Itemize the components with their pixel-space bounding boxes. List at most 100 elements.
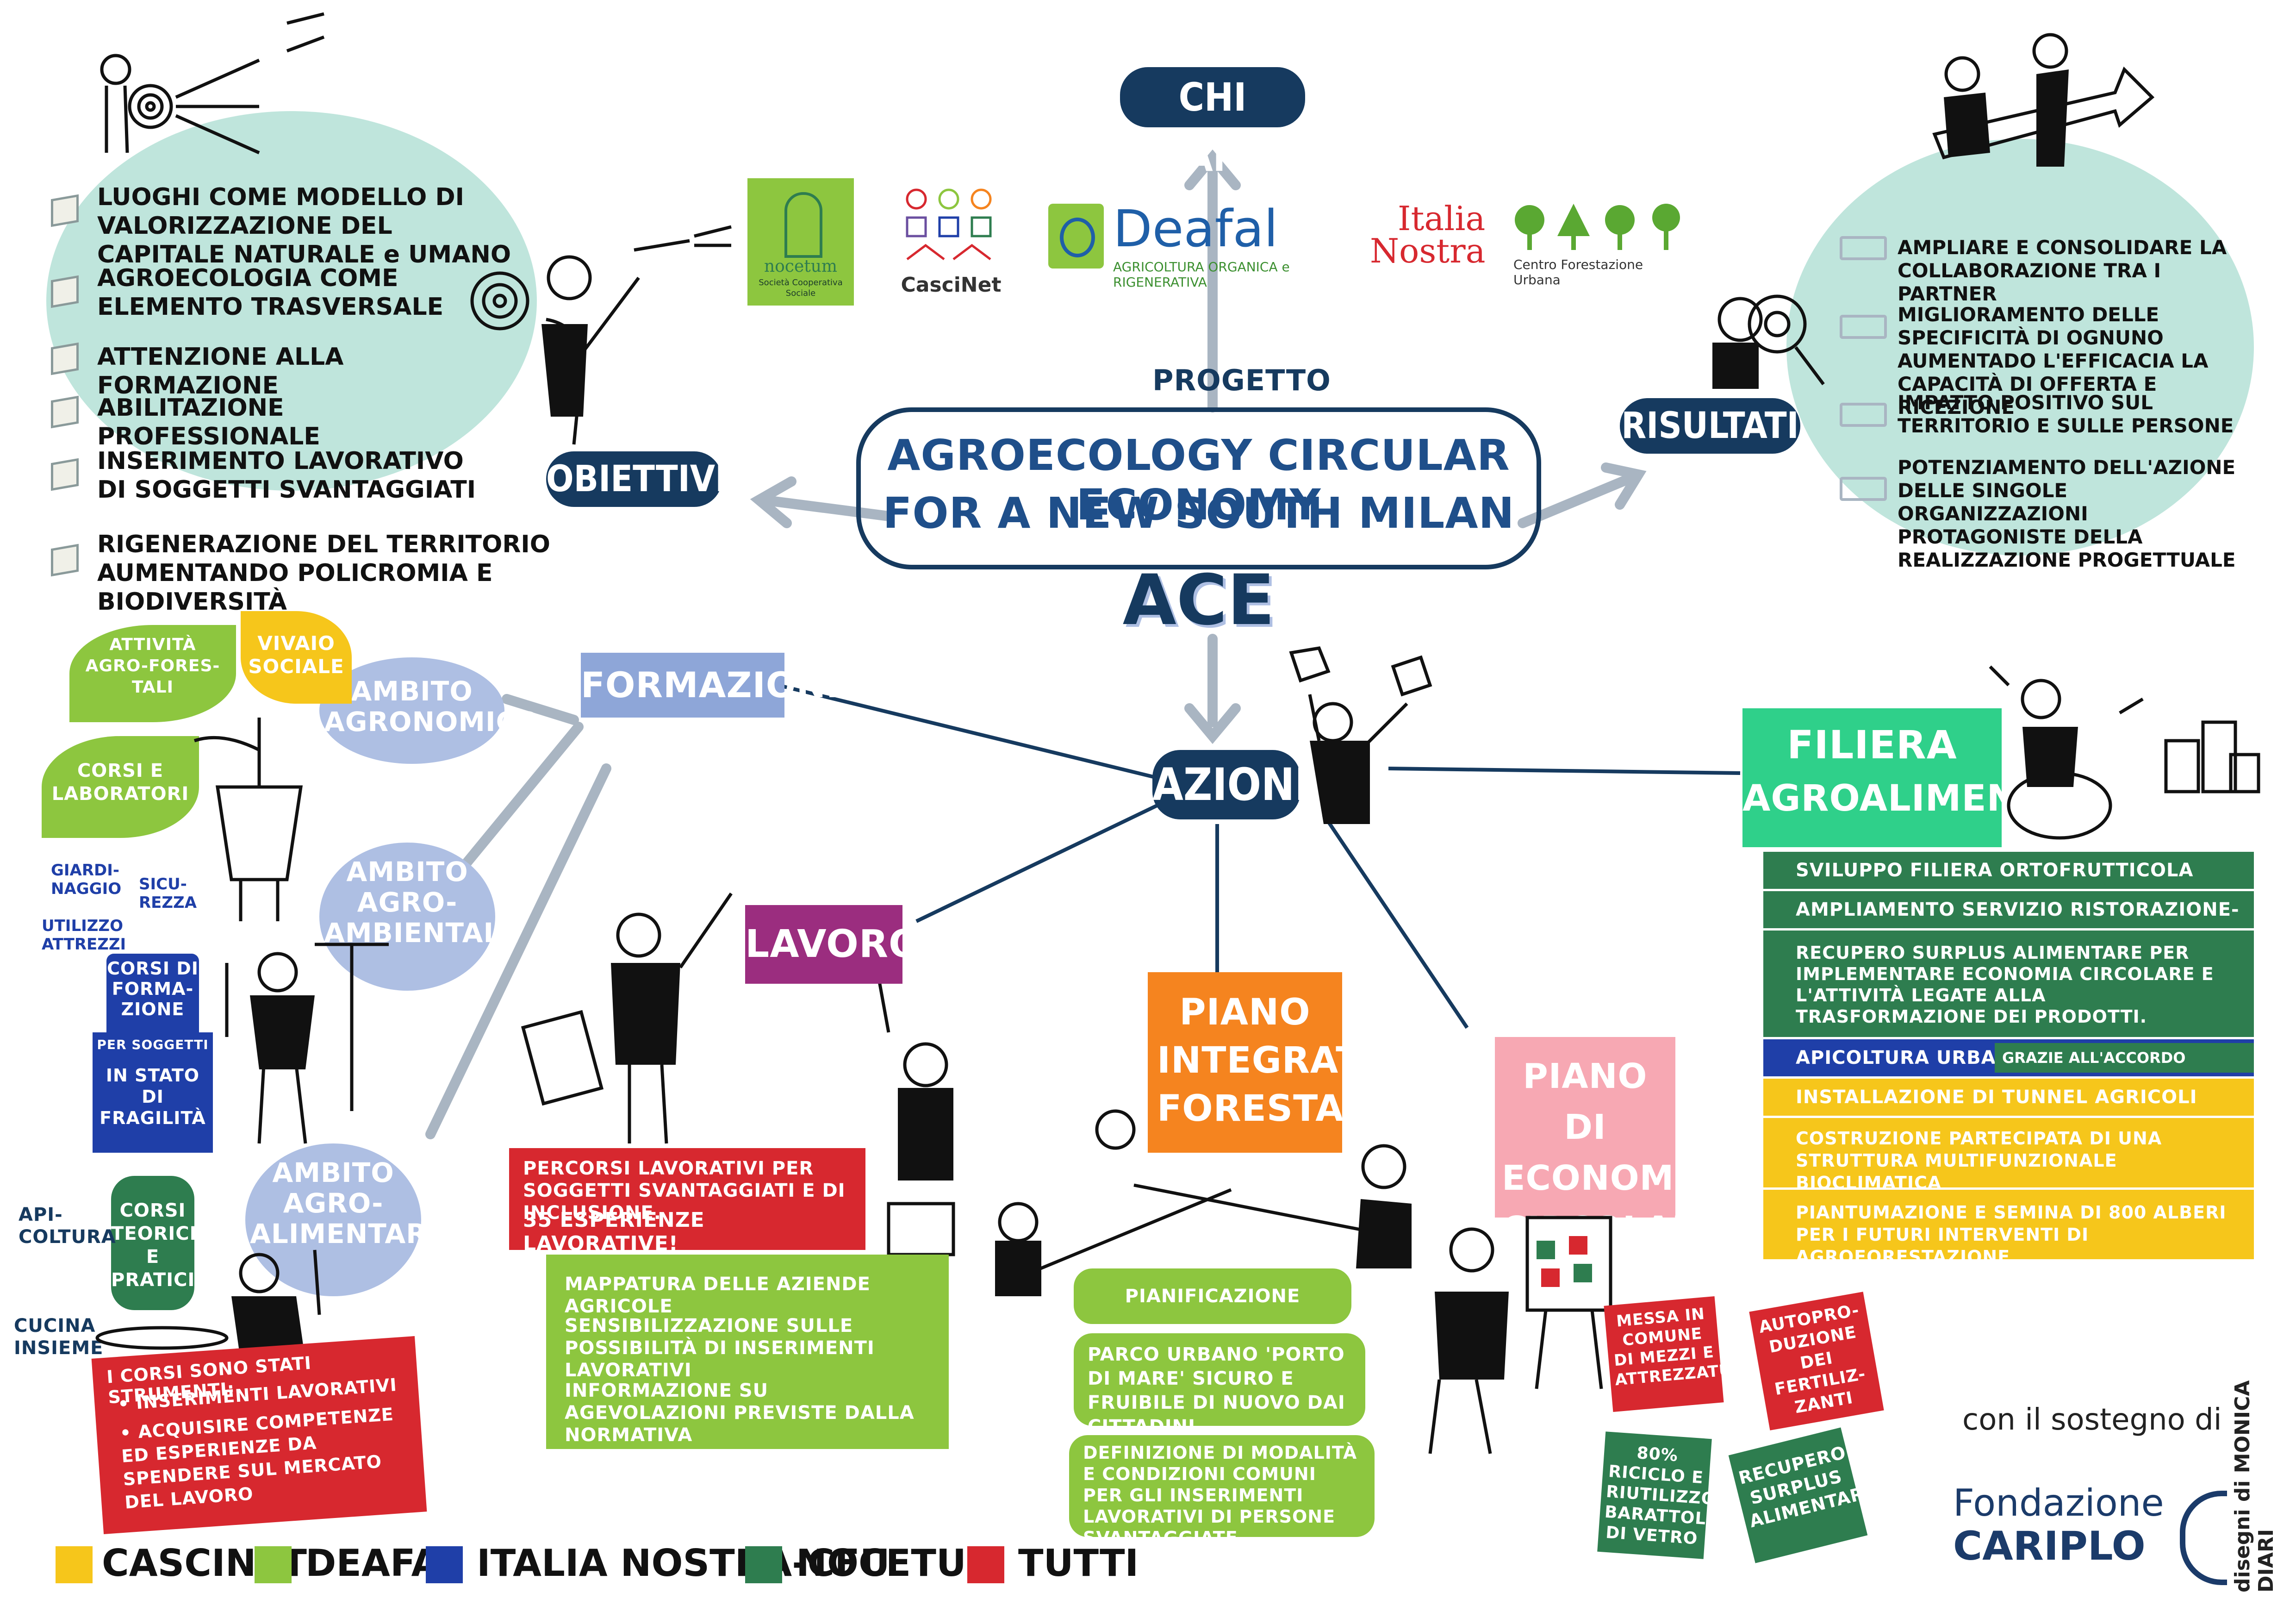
lavoro-green-box: MAPPATURA DELLE AZIENDE AGRICOLE SENSIBI… (546, 1255, 949, 1449)
accordo-badge: GRAZIE ALL'ACCORDO NOCETUM-CFU (1995, 1043, 2254, 1096)
filiera-item-5-box: INSTALLAZIONE DI TUNNEL AGRICOLI (1763, 1079, 2254, 1116)
project-title-line1: AGROECOLOGY CIRCULAR ECONOMY (887, 431, 1510, 530)
filiera-label-1: FILIERA (1787, 722, 1957, 768)
piano-forestale-item-3-box: DEFINIZIONE DI MODALITÀ E CONDIZIONI COM… (1069, 1435, 1375, 1548)
leaf-corsi-lab (42, 736, 199, 838)
deafal-spiral-icon (1048, 204, 1104, 269)
deafal-logo: Deafal AGRICOLTURA ORGANICA e RIGENERATI… (1048, 194, 1335, 290)
ambito-agroambientale-blob (319, 843, 495, 991)
leaf-vivaio (241, 611, 352, 704)
obiettivo-item-5: INSERIMENTO LAVORATIVO DI SOGGETTI SVANT… (97, 447, 476, 504)
lavoro-label: LAVORO (745, 922, 921, 966)
nostra-label: Nostra (1370, 231, 1486, 270)
credits-label: disegni di MONICA DIARI (2231, 1380, 2278, 1593)
lavoro-red-2: 35 ESPERIENZE LAVORATIVE! (523, 1208, 705, 1255)
lavoro-label-box[interactable]: LAVORO (745, 905, 921, 984)
risultati-label[interactable]: RISULTATI (1620, 398, 1800, 454)
legend-swatch-nocetum (745, 1546, 782, 1583)
progetto-label: PROGETTO (1152, 363, 1331, 397)
nocetum-name: nocetum (764, 257, 838, 276)
fondazione-label: Fondazione (1953, 1481, 2164, 1524)
legend-tutti: TUTTI (1018, 1542, 1139, 1585)
giardinaggio-label: GIARDI-NAGGIO (51, 861, 122, 898)
attivita-label: ATTIVITÀ AGRO-FORES-TALI (85, 635, 220, 697)
obiettivo-item-2: AGROECOLOGIA COME ELEMENTO TRASVERSALE (97, 264, 444, 321)
nocetum-sub1: Società Cooperativa (759, 278, 843, 287)
per-soggetti-band (93, 1032, 213, 1060)
lavoro-red-box: PERCORSI LAVORATIVI PER SOGGETTI SVANTAG… (509, 1148, 865, 1255)
filiera-item-5: INSTALLAZIONE DI TUNNEL AGRICOLI (1796, 1087, 2197, 1108)
nocetum-sub2: Sociale (785, 288, 816, 298)
ambito-agroalimentare-label: AMBITO AGRO-ALIMENTARE (250, 1157, 446, 1249)
cariplo-label: CARIPLO (1953, 1523, 2146, 1569)
filiera-item-4-box: APICOLTURA URBANA GRAZIE ALL'ACCORDO NOC… (1763, 1039, 2254, 1096)
per-soggetti-label: PER SOGGETTI (97, 1037, 209, 1052)
sicurezza-label: SICU-REZZA (139, 875, 197, 912)
obiettivo-item-3: ATTENZIONE ALLA FORMAZIONE (97, 343, 344, 400)
sponsor-intro: con il sostegno di (1962, 1403, 2222, 1437)
nocetum-logo: nocetum Società Cooperativa Sociale (747, 178, 854, 306)
lavoro-green-2: SENSIBILIZZAZIONE SULLE POSSIBILITÀ DI I… (565, 1315, 875, 1381)
chi-siamo-button[interactable]: CHI SIAMO (1120, 67, 1305, 180)
lavoro-green-1: MAPPATURA DELLE AZIENDE AGRICOLE (565, 1274, 871, 1317)
risultato-item-4: POTENZIAMENTO DELL'AZIONE DELLE SINGOLE … (1898, 456, 2236, 571)
filiera-item-2-box: AMPLIAMENTO SERVIZIO RISTORAZIONE- CATER… (1763, 891, 2254, 957)
cfu-logo: Centro Forestazione Urbana (1513, 199, 1689, 287)
risultato-item-3: IMPATTO POSITIVO SUL TERRITORIO E SULLE … (1898, 391, 2234, 437)
filiera-item-3: RECUPERO SURPLUS ALIMENTARE PER IMPLEMEN… (1796, 943, 2214, 1027)
obiettivi-label[interactable]: OBIETTIVI (546, 451, 727, 507)
risultati-blob (1786, 139, 2254, 556)
cascinet-logo: CasciNet (898, 181, 1004, 306)
deafal-name: Deafal (1113, 199, 1278, 258)
filiera-item-3-box: RECUPERO SURPLUS ALIMENTARE PER IMPLEMEN… (1763, 931, 2254, 1037)
lavoro-red-1: PERCORSI LAVORATIVI PER SOGGETTI SVANTAG… (523, 1158, 846, 1224)
arrow-bullet-icon (1840, 315, 1887, 339)
legend-swatch-italia-nostra (426, 1546, 463, 1583)
piano-forestale-item-2: PARCO URBANO 'Porto di Mare' SICURO E FR… (1088, 1344, 1345, 1437)
legend-swatch-tutti (967, 1546, 1004, 1583)
risultato-item-2: MIGLIORAMENTO DELLE SPECIFICITÀ DI OGNUN… (1898, 303, 2209, 418)
piano-forestale-item-2-box: PARCO URBANO 'Porto di Mare' SICURO E FR… (1074, 1333, 1365, 1437)
filiera-item-7: PIANTUMAZIONE E SEMINA DI 800 ALBERI PER… (1796, 1202, 2227, 1267)
vivaio-label: VIVAIO SOCIALE (248, 632, 344, 678)
legend-swatch-cascinet (56, 1546, 93, 1583)
corsi-teorici-label: CORSI teorici e PRATICI (111, 1200, 197, 1291)
lavoro-green-3: INFORMAZIONE SU AGEVOLAZIONI PREVISTE DA… (565, 1380, 915, 1446)
obiettivo-item-6: RIGENERAZIONE DEL TERRITORIO AUMENTANDO … (97, 531, 550, 616)
cucina-label: CUCINA INSIEME (14, 1315, 104, 1359)
leaf-attivita (69, 625, 236, 722)
azioni-label[interactable]: AZIONI (1152, 750, 1309, 819)
stato-fragilita-band (93, 1060, 213, 1153)
filiera-item-6: COSTRUZIONE PARTECIPATA DI UNA STRUTTURA… (1796, 1128, 2162, 1193)
trees-icon (1515, 204, 1680, 250)
cascinet-pattern-icon (906, 188, 992, 260)
filiera-item-7-box: PIANTUMAZIONE E SEMINA DI 800 ALBERI PER… (1763, 1190, 2254, 1267)
ambito-agroambientale-label: AMBITO AGRO-AMBIENTALE (324, 856, 520, 949)
filiera-item-6-box: COSTRUZIONE PARTECIPATA DI UNA STRUTTURA… (1763, 1118, 2254, 1193)
stato-fragilita-label: IN STATO DI FRAGILITÀ (100, 1065, 206, 1128)
arrow-bullet-icon (1840, 403, 1887, 427)
obiettivo-item-4: ABILITAZIONE PROFESSIONALE (97, 394, 320, 450)
filiera-item-1-box: SVILUPPO FILIERA ORTOFRUTTICOLA (1763, 852, 2254, 889)
legend-italia-nostra: ITALIA NOSTRA-CFU (477, 1542, 890, 1585)
tree-icon (784, 192, 822, 258)
cascinet-name: CasciNet (901, 273, 1002, 297)
ace-acronym: ACE (1122, 560, 1275, 641)
obiettivi-blob (46, 111, 537, 491)
deafal-sub: AGRICOLTURA ORGANICA e RIGENERATIVA (1113, 259, 1290, 290)
filiera-item-1: SVILUPPO FILIERA ORTOFRUTTICOLA (1796, 860, 2194, 881)
italia-nostra-logo: Italia Nostra (1370, 199, 1509, 278)
legend-swatch-deafal (255, 1546, 292, 1583)
italia-label: Italia (1398, 199, 1486, 238)
